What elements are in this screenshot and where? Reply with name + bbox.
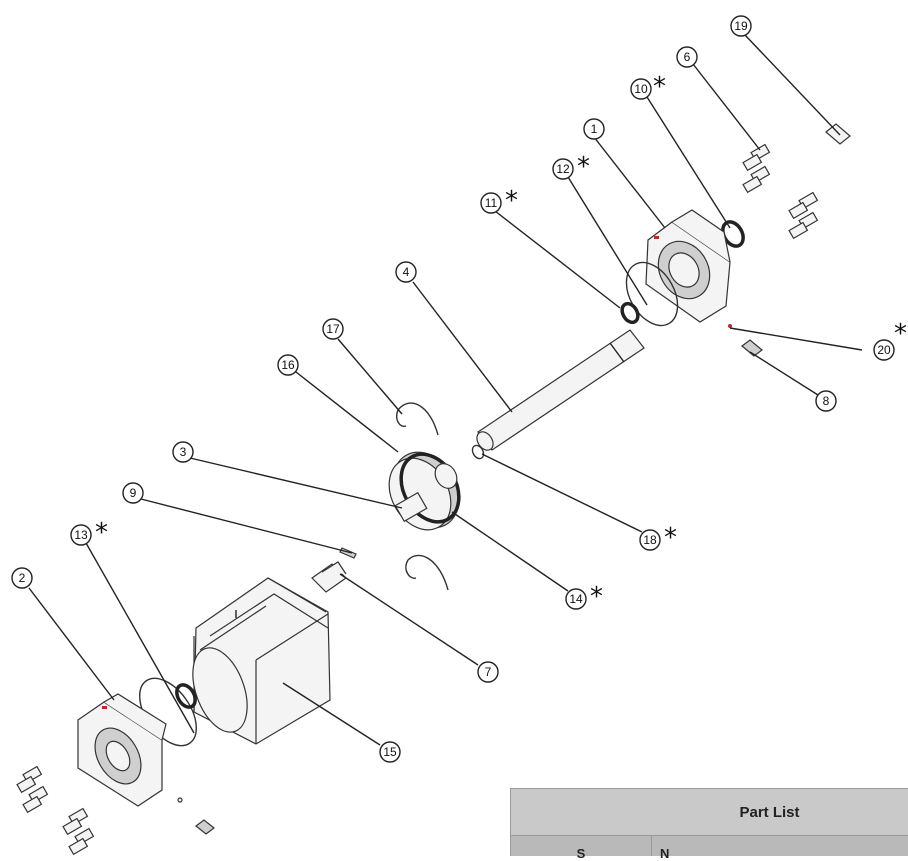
callout-16-label: 16: [281, 358, 295, 372]
part-17-snap-ring: [396, 402, 439, 436]
part-7-cap-screw: [311, 561, 347, 593]
callout-2-label: 2: [19, 571, 26, 585]
callout-10-star: *: [653, 72, 666, 102]
callout-1: 1: [583, 118, 605, 140]
callout-4: 4: [395, 261, 417, 283]
part-needle-lower: [195, 819, 215, 835]
part-list-columns: S N: [510, 836, 908, 861]
callout-8: 8: [815, 390, 837, 412]
part-9-pin: [339, 547, 357, 559]
callout-3: 3: [172, 441, 194, 463]
callout-13: 13: [70, 524, 92, 546]
callout-17: 17: [322, 318, 344, 340]
part-4-piston-rod: [476, 329, 645, 451]
callout-2: 2: [11, 567, 33, 589]
part-1-head-cap: [645, 209, 731, 323]
callout-3-label: 3: [180, 445, 187, 459]
callout-13-label: 13: [74, 528, 88, 542]
part-13b-seal: [175, 683, 197, 709]
callout-9: 9: [122, 482, 144, 504]
callout-11: 11: [480, 192, 502, 214]
callout-12: 12: [552, 158, 574, 180]
callout-6-label: 6: [684, 50, 691, 64]
callout-20-label: 20: [877, 343, 891, 357]
part-list-table: Part List S N: [510, 788, 908, 861]
callout-12-label: 12: [556, 162, 570, 176]
callout-16: 16: [277, 354, 299, 376]
callout-11-label: 11: [485, 196, 498, 210]
callout-18-label: 18: [643, 533, 657, 547]
callout-10: 10: [630, 78, 652, 100]
part-6-screws: [742, 143, 819, 240]
part-20-ball: [728, 324, 732, 328]
callout-7-label: 7: [485, 665, 492, 679]
part-11-seal: [620, 301, 640, 325]
callout-11-star: *: [505, 186, 518, 216]
callout-10-label: 10: [634, 82, 648, 96]
callout-19-label: 19: [734, 19, 748, 33]
part-2-end-cap: [77, 693, 167, 807]
part-18-ring: [471, 444, 485, 460]
leader-lines: [28, 34, 863, 746]
callout-17-label: 17: [326, 322, 340, 336]
part-17b-snap-ring: [405, 554, 449, 591]
part-small-ball-lower: [177, 797, 183, 803]
part-screws-lower-left: [16, 765, 95, 856]
callout-8-label: 8: [823, 394, 830, 408]
part-3-piston: [388, 451, 461, 531]
callout-14-star: *: [590, 582, 603, 612]
part-list-title: Part List: [510, 788, 908, 836]
callout-15: 15: [379, 741, 401, 763]
part-list-col-b: N: [660, 846, 670, 861]
callout-4-label: 4: [403, 265, 410, 279]
callout-6: 6: [676, 46, 698, 68]
callout-19: 19: [730, 15, 752, 37]
callout-14: 14: [565, 588, 587, 610]
callout-20-star: *: [894, 319, 907, 349]
callout-7: 7: [477, 661, 499, 683]
callout-1-label: 1: [591, 122, 598, 136]
part-15-barrel: [192, 577, 331, 745]
callout-12-star: *: [577, 152, 590, 182]
callout-14-label: 14: [569, 592, 583, 606]
callout-15-label: 15: [383, 745, 397, 759]
callout-13-star: *: [95, 518, 108, 548]
callout-9-label: 9: [130, 486, 137, 500]
callout-20: 20: [873, 339, 895, 361]
callout-18-star: *: [664, 523, 677, 553]
part-list-col-a: S: [511, 836, 652, 861]
callout-18: 18: [639, 529, 661, 551]
part-19-fitting: [825, 123, 851, 145]
